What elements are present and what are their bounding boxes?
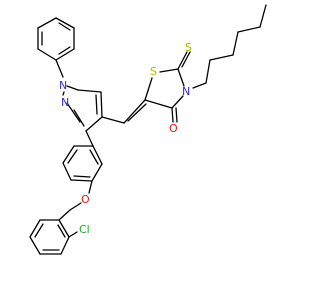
atom-s-ring: S bbox=[150, 65, 157, 78]
atom-s-thione: S bbox=[185, 41, 192, 54]
atom-o-carbonyl: O bbox=[169, 122, 178, 135]
hexyl-chain bbox=[192, 4, 267, 89]
structure-canvas: N N O Cl S S N O bbox=[29, 4, 267, 255]
benzyloxy-linker bbox=[69, 180, 93, 211]
methylidene-linker bbox=[101, 99, 147, 124]
para-phenylene-ring bbox=[62, 130, 103, 182]
pyrazole-ring bbox=[55, 59, 103, 132]
phenyl-ring bbox=[37, 17, 75, 61]
atom-cl: Cl bbox=[79, 223, 90, 236]
thiazolidinone-ring bbox=[144, 51, 191, 123]
atom-n2: N bbox=[61, 96, 69, 109]
molecule-diagram: N N O Cl S S N O bbox=[29, 4, 267, 255]
atom-n1: N bbox=[59, 79, 67, 92]
chlorophenyl-ring bbox=[29, 209, 78, 255]
atom-labels: N N O Cl S S N O bbox=[59, 41, 192, 236]
atom-o-ether: O bbox=[81, 193, 90, 206]
atom-n-ring: N bbox=[182, 85, 190, 98]
